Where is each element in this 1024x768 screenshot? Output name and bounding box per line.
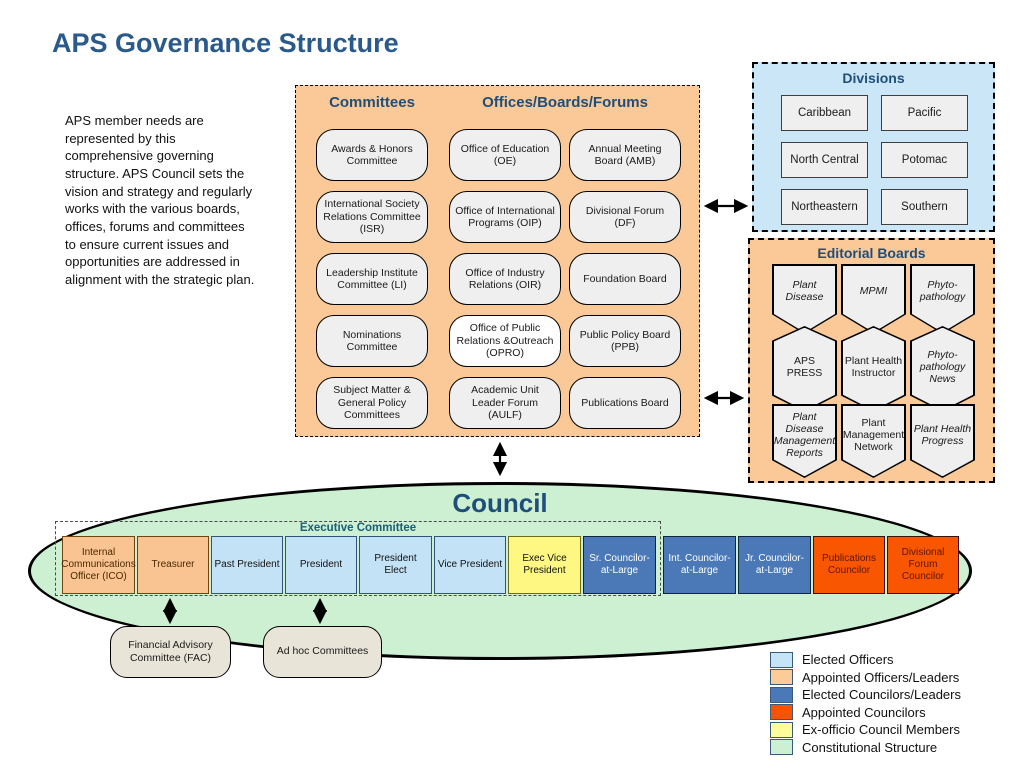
offices-boards-forums-header: Offices/Boards/Forums bbox=[482, 94, 648, 111]
office-of-education: Office of Education (OE) bbox=[449, 129, 561, 181]
member-sr-councilor-at-large: Sr. Councilor-at-Large bbox=[583, 536, 656, 594]
awards-honors-committee: Awards & Honors Committee bbox=[316, 129, 428, 181]
division-southern: Southern bbox=[881, 189, 968, 225]
editorial-boards-panel: Editorial Boards Plant Disease MPMI Phyt… bbox=[748, 238, 995, 483]
member-jr-councilor-at-large: Jr. Councilor-at-Large bbox=[738, 536, 811, 594]
legend-item-exofficio-members: Ex-officio Council Members bbox=[770, 721, 960, 738]
divisions-header: Divisions bbox=[842, 70, 905, 86]
leadership-institute-committee: Leadership Institute Committee (LI) bbox=[316, 253, 428, 305]
public-policy-board: Public Policy Board (PPB) bbox=[569, 315, 681, 367]
divisional-forum: Divisional Forum (DF) bbox=[569, 191, 681, 243]
division-pacific: Pacific bbox=[881, 95, 968, 131]
legend-swatch-appointed-councilors bbox=[770, 704, 793, 720]
division-north-central: North Central bbox=[781, 142, 868, 178]
journal-plant-disease-management-reports: Plant Disease Management Reports bbox=[772, 404, 837, 478]
plant-health-instructor: Plant Health Instructor bbox=[841, 326, 906, 412]
legend-swatch-elected-officers bbox=[770, 651, 793, 668]
office-of-public-relations-outreach: Office of Public Relations &Outreach (OP… bbox=[449, 315, 561, 367]
legend-item-appointed-councilors: Appointed Councilors bbox=[770, 704, 926, 721]
subject-matter-general-policy-committees: Subject Matter & General Policy Committe… bbox=[316, 377, 428, 429]
member-treasurer: Treasurer bbox=[137, 536, 209, 594]
international-society-relations-committee: International Society Relations Committe… bbox=[316, 191, 428, 243]
divisions-panel: Divisions Caribbean Pacific North Centra… bbox=[752, 62, 995, 232]
member-president: President bbox=[285, 536, 357, 594]
committees-offices-panel: Committees Offices/Boards/Forums Awards … bbox=[295, 85, 700, 437]
adhoc-committees: Ad hoc Committees bbox=[263, 626, 382, 678]
journal-phytopathology: Phyto-pathology bbox=[910, 264, 975, 334]
office-of-industry-relations: Office of Industry Relations (OIR) bbox=[449, 253, 561, 305]
member-divisional-forum-councilor: Divisional Forum Councilor bbox=[887, 536, 959, 594]
division-northeastern: Northeastern bbox=[781, 189, 868, 225]
annual-meeting-board: Annual Meeting Board (AMB) bbox=[569, 129, 681, 181]
office-of-international-programs: Office of International Programs (OIP) bbox=[449, 191, 561, 243]
legend-item-constitutional-structure: Constitutional Structure bbox=[770, 739, 937, 756]
legend-item-elected-councilors: Elected Councilors/Leaders bbox=[770, 686, 961, 703]
legend-item-elected-officers: Elected Officers bbox=[770, 651, 894, 668]
committees-header: Committees bbox=[329, 94, 415, 111]
member-publications-councilor: Publications Councilor bbox=[813, 536, 885, 594]
boards-column: Annual Meeting Board (AMB) Divisional Fo… bbox=[569, 129, 681, 429]
nominations-committee: Nominations Committee bbox=[316, 315, 428, 367]
foundation-board: Foundation Board bbox=[569, 253, 681, 305]
journal-plant-health-progress: Plant Health Progress bbox=[910, 404, 975, 478]
aps-press: APS PRESS bbox=[772, 326, 837, 412]
academic-unit-leader-forum: Academic Unit Leader Forum (AULF) bbox=[449, 377, 561, 429]
legend-item-appointed-officers: Appointed Officers/Leaders bbox=[770, 669, 959, 686]
publications-board: Publications Board bbox=[569, 377, 681, 429]
legend-swatch-appointed-officers bbox=[770, 669, 793, 685]
committees-column: Awards & Honors Committee International … bbox=[316, 129, 428, 429]
intro-text: APS member needs are represented by this… bbox=[65, 113, 255, 288]
plant-management-network: Plant Management Network bbox=[841, 404, 906, 478]
member-president-elect: President Elect bbox=[359, 536, 432, 594]
member-int-councilor-at-large: Int. Councilor-at-Large bbox=[663, 536, 736, 594]
legend-swatch-elected-councilors bbox=[770, 686, 793, 703]
journal-phytopathology-news: Phyto-pathology News bbox=[910, 326, 975, 412]
offices-column: Office of Education (OE) Office of Inter… bbox=[449, 129, 561, 429]
member-past-president: Past President bbox=[211, 536, 283, 594]
legend-swatch-exofficio-members bbox=[770, 721, 793, 738]
journal-mpmi: MPMI bbox=[841, 264, 906, 334]
executive-committee-label: Executive Committee bbox=[299, 522, 417, 534]
member-vice-president: Vice President bbox=[434, 536, 506, 594]
member-internal-communications-officer: Internal Communications Officer (ICO) bbox=[61, 536, 136, 594]
journal-plant-disease: Plant Disease bbox=[772, 264, 837, 334]
member-exec-vice-president: Exec Vice President bbox=[508, 536, 581, 594]
division-potomac: Potomac bbox=[881, 142, 968, 178]
legend-swatch-constitutional-structure bbox=[770, 739, 793, 755]
division-caribbean: Caribbean bbox=[781, 95, 868, 131]
page-title: APS Governance Structure bbox=[52, 28, 399, 58]
editorial-boards-header: Editorial Boards bbox=[817, 245, 926, 261]
financial-advisory-committee: Financial Advisory Committee (FAC) bbox=[110, 626, 231, 678]
executive-committee-box bbox=[55, 521, 661, 596]
council-title: Council bbox=[452, 488, 548, 518]
